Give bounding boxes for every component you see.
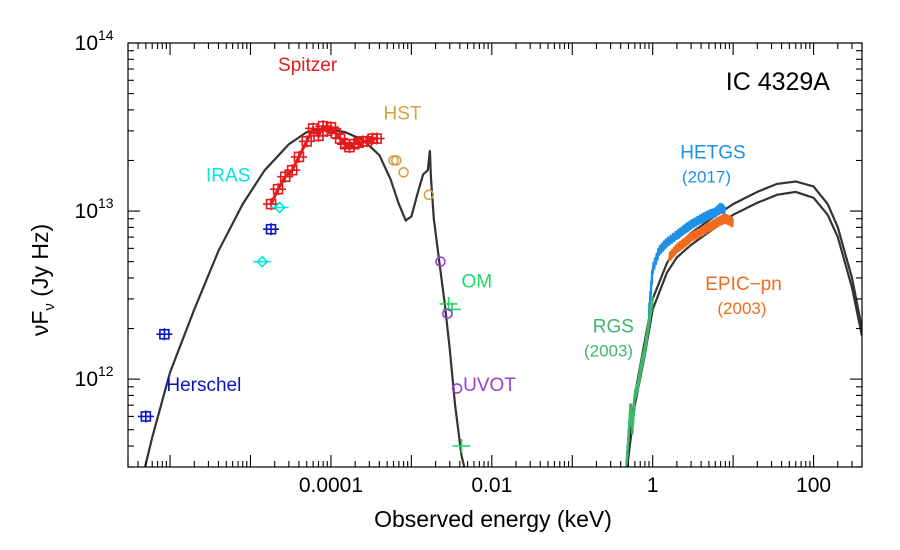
rgs-label: RGS xyxy=(593,316,634,337)
iras-marker xyxy=(256,255,269,268)
hst-marker xyxy=(391,155,402,166)
epic-pn-label: EPIC−pn xyxy=(705,274,782,295)
rgs-spectrum xyxy=(625,296,654,467)
x-tick-label: 0.0001 xyxy=(299,474,363,497)
hetgs-year-label: (2017) xyxy=(682,168,731,187)
hst-point xyxy=(398,167,409,178)
hst-point xyxy=(423,189,435,201)
spitzer-point xyxy=(277,170,294,183)
x-tick-label: 0.01 xyxy=(471,474,512,497)
uvot-point xyxy=(451,383,463,394)
hst-marker xyxy=(398,167,409,178)
iras-point xyxy=(253,255,272,268)
hetgs-label: HETGS xyxy=(680,143,745,164)
uvot-point xyxy=(435,256,446,267)
spitzer-point xyxy=(284,164,301,177)
uvot-point xyxy=(442,308,453,320)
spitzer-point xyxy=(368,132,385,145)
y-tick-label: 10 xyxy=(75,368,98,391)
spitzer-point xyxy=(298,135,315,148)
uvot-marker xyxy=(451,383,463,394)
x-tick-label: 100 xyxy=(796,474,831,497)
hetgs-spectrum xyxy=(647,202,726,317)
model-curve-2 xyxy=(625,180,862,467)
iras-label: IRAS xyxy=(206,165,250,186)
herschel-point xyxy=(137,410,154,423)
herschel-point xyxy=(156,328,173,341)
model-curve-3 xyxy=(626,190,862,467)
y-tick-exponent: 13 xyxy=(98,195,114,211)
epic-pn-year-label: (2003) xyxy=(717,299,766,318)
rgs-year-label: (2003) xyxy=(584,341,633,360)
y-tick-exponent: 14 xyxy=(98,27,114,43)
x-axis-title: Observed energy (keV) xyxy=(374,506,612,532)
y-tick-label: 10 xyxy=(75,200,98,223)
plot-frame xyxy=(127,42,863,468)
herschel-label: Herschel xyxy=(166,375,241,396)
spitzer-label: Spitzer xyxy=(278,55,338,76)
spitzer-point xyxy=(270,183,287,196)
iras-marker xyxy=(273,201,286,214)
hst-point xyxy=(391,155,402,166)
data-points-layer xyxy=(137,120,734,467)
uvot-marker xyxy=(435,256,446,267)
iras-point xyxy=(270,201,289,214)
hst-marker xyxy=(423,189,435,201)
y-tick-label: 10 xyxy=(75,32,98,55)
om-label: OM xyxy=(462,272,493,293)
hst-label: HST xyxy=(383,104,421,125)
y-axis-title-prefix: νF xyxy=(27,311,53,337)
y-tick-exponent: 12 xyxy=(98,363,114,379)
epic-pn-spectrum xyxy=(667,213,734,262)
herschel-point xyxy=(263,223,280,236)
spitzer-point xyxy=(290,150,307,163)
y-axis-title-sub: ν xyxy=(41,303,58,311)
chart-title: IC 4329A xyxy=(726,68,831,96)
y-axis-title: νFν (Jy Hz) xyxy=(27,224,58,336)
uvot-label: UVOT xyxy=(463,375,516,396)
x-tick-label: 1 xyxy=(647,474,659,497)
uvot-marker xyxy=(442,308,453,320)
y-axis-title-suffix: (Jy Hz) xyxy=(27,224,53,303)
spitzer-point xyxy=(263,198,280,211)
model-curve-1 xyxy=(143,127,466,467)
om-point xyxy=(452,439,471,454)
